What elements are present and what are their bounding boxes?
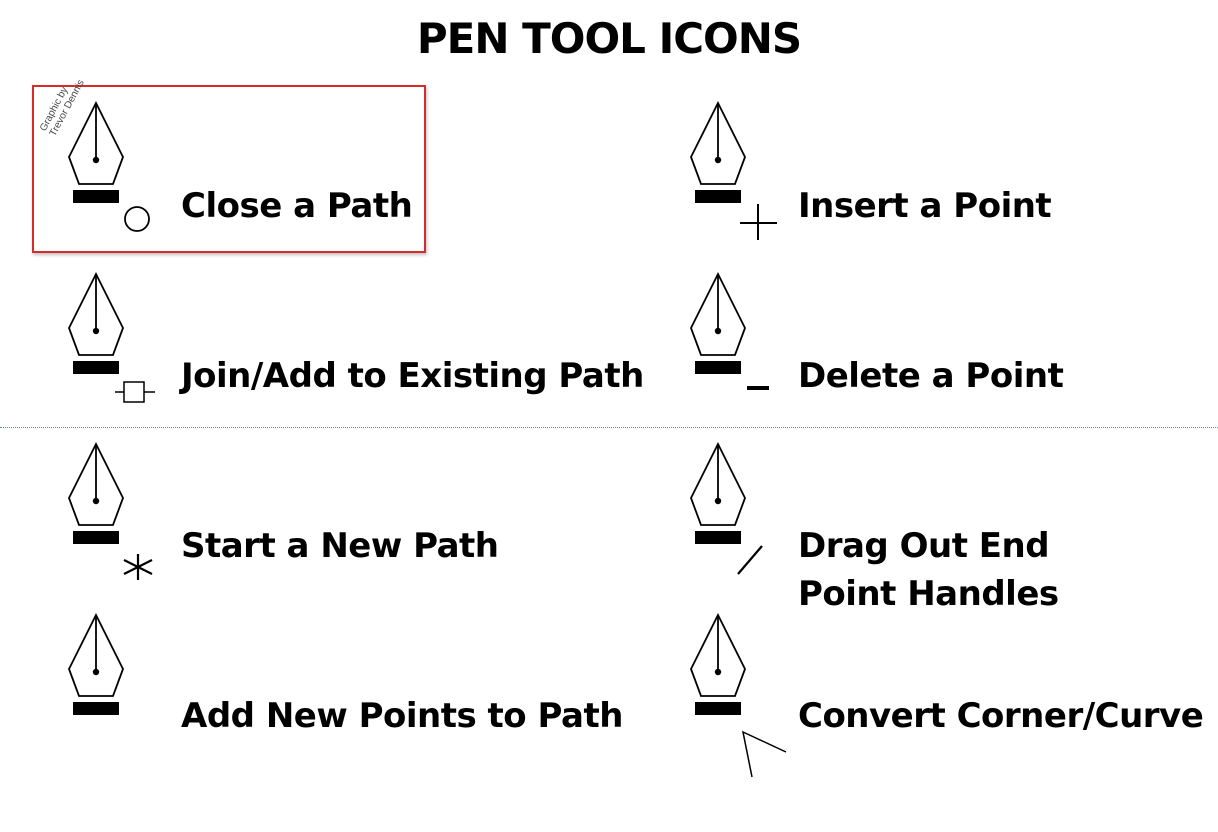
circle-icon [124, 206, 150, 232]
page-title: PEN TOOL ICONS [416, 14, 802, 63]
minus-icon [747, 386, 769, 390]
guide-line [0, 427, 1218, 428]
pen-tool-icon [66, 612, 196, 802]
pen-tool-icon [688, 612, 818, 802]
pen-tool-icon [66, 441, 196, 631]
item-label-add-points: Add New Points to Path [181, 696, 623, 736]
plus-icon [740, 204, 777, 240]
selection-highlight [32, 85, 426, 253]
item-label-start-path: Start a New Path [181, 526, 499, 566]
item-label-close-path: Close a Path [181, 186, 413, 226]
join-square-icon [115, 381, 155, 403]
asterisk-icon [123, 554, 153, 580]
item-label-insert-point: Insert a Point [798, 186, 1052, 226]
slash-icon [737, 545, 763, 575]
pen-tool-icon [66, 100, 196, 290]
pen-tool-icon [688, 100, 818, 290]
item-label-join-path: Join/Add to Existing Path [181, 356, 644, 396]
item-label-delete-point: Delete a Point [798, 356, 1064, 396]
pen-tool-icon [66, 271, 196, 461]
item-label-convert: Convert Corner/Curve [798, 696, 1204, 736]
pen-tool-icon [688, 441, 818, 631]
pen-tool-icon [688, 271, 818, 461]
caret-icon [741, 730, 787, 778]
item-label-drag-handles: Drag Out End Point Handles [798, 526, 1059, 614]
